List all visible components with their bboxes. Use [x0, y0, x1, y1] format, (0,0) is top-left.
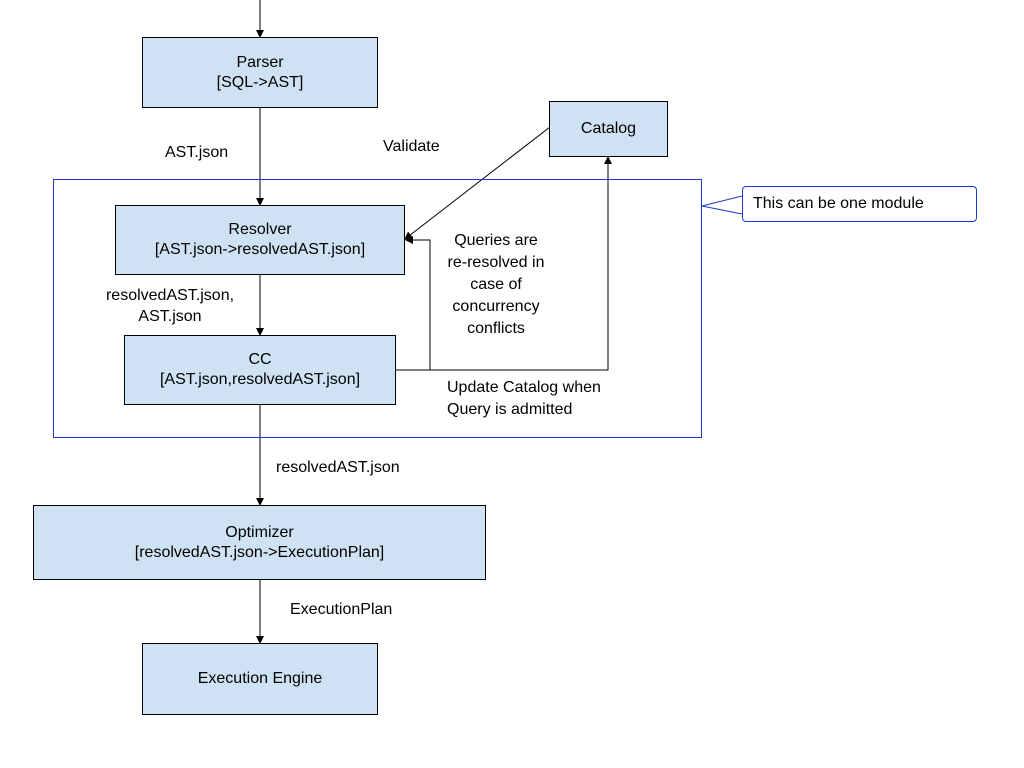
- validate-label: Validate: [383, 138, 440, 155]
- optimizer-subtitle: [resolvedAST.json->ExecutionPlan]: [134, 543, 385, 561]
- update-catalog-note: Update Catalog when Query is admitted: [447, 377, 601, 421]
- ast-json-label: AST.json: [165, 144, 229, 161]
- requeue-note-line-1: Queries are: [454, 232, 538, 249]
- module-group-border: [53, 179, 702, 438]
- resolver-subtitle: [AST.json->resolvedAST.json]: [154, 241, 366, 258]
- requeue-note-line-5: conflicts: [467, 320, 525, 337]
- execution-engine-node[interactable]: Execution Engine: [142, 643, 378, 715]
- requeue-note-line-3: case of: [470, 276, 522, 293]
- cc-to-catalog-update-arrow: [430, 156, 612, 371]
- catalog-to-resolver-arrow: [404, 126, 551, 240]
- cc-to-resolver-feedback-arrow: [396, 236, 431, 371]
- parser-node[interactable]: Parser [SQL->AST]: [142, 37, 378, 108]
- execution-engine-title: Execution Engine: [197, 670, 323, 687]
- callout-pointer: [701, 195, 743, 215]
- requeue-note-line-2: re-resolved in: [447, 254, 545, 271]
- resolver-node[interactable]: Resolver [AST.json->resolvedAST.json]: [115, 205, 405, 275]
- catalog-title: Catalog: [580, 120, 637, 137]
- module-callout: This can be one module: [742, 186, 977, 222]
- resolved-ast-edge-line-1: resolvedAST.json,: [105, 287, 235, 304]
- catalog-node[interactable]: Catalog: [549, 101, 668, 157]
- requeue-note: Queries are re-resolved in case of concu…: [430, 230, 562, 340]
- resolved-ast-json-label: resolvedAST.json: [276, 459, 400, 476]
- module-callout-text: This can be one module: [753, 195, 924, 212]
- update-catalog-note-line-1: Update Catalog when: [447, 379, 601, 396]
- cc-title: CC: [248, 351, 272, 368]
- execution-plan-label: ExecutionPlan: [290, 601, 393, 618]
- parser-subtitle: [SQL->AST]: [216, 73, 304, 91]
- parser-title: Parser: [236, 53, 284, 71]
- resolved-ast-edge-line-2: AST.json: [138, 308, 202, 325]
- cc-subtitle: [AST.json,resolvedAST.json]: [159, 371, 361, 388]
- optimizer-title: Optimizer: [225, 523, 294, 541]
- requeue-note-line-4: concurrency: [452, 298, 540, 315]
- resolver-title: Resolver: [228, 221, 292, 238]
- cc-node[interactable]: CC [AST.json,resolvedAST.json]: [124, 335, 396, 405]
- update-catalog-note-line-2: Query is admitted: [447, 401, 573, 418]
- resolved-ast-edge-label: resolvedAST.json, AST.json: [92, 285, 248, 327]
- optimizer-node[interactable]: Optimizer [resolvedAST.json->ExecutionPl…: [33, 505, 486, 580]
